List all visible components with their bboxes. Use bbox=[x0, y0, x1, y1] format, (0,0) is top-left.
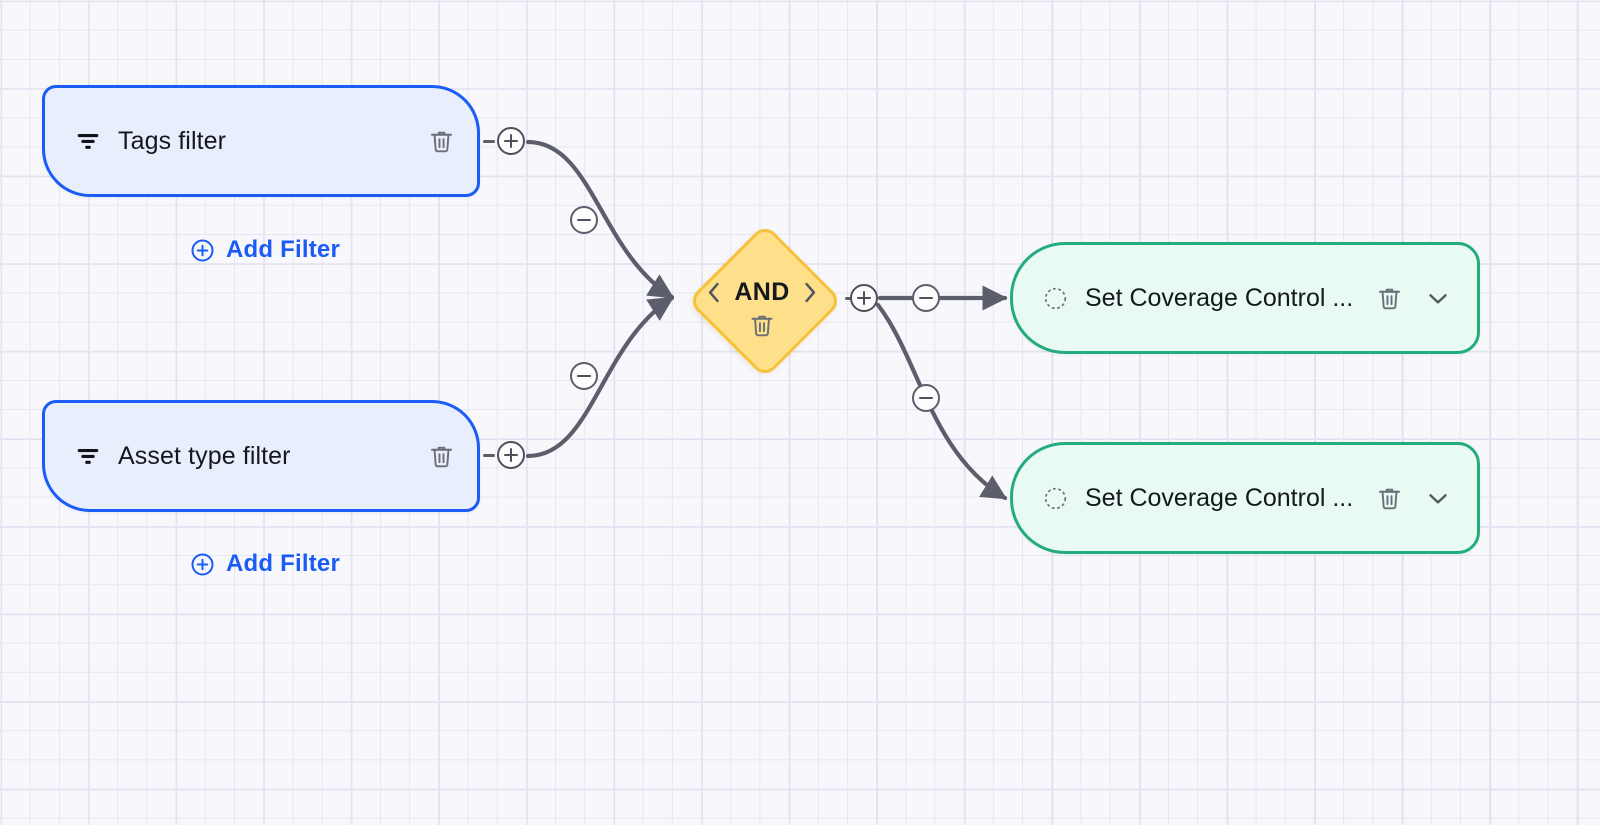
edge-tags-to-and bbox=[525, 139, 675, 300]
logic-node-row: AND bbox=[703, 278, 820, 307]
delete-action-button[interactable] bbox=[1376, 285, 1403, 312]
dashed-circle-icon bbox=[1043, 486, 1068, 511]
minus-bar bbox=[577, 218, 591, 222]
delete-action-button[interactable] bbox=[1376, 485, 1403, 512]
logic-node-and[interactable]: AND bbox=[687, 223, 843, 379]
dashed-circle-icon-svg bbox=[1044, 287, 1067, 309]
expand-action-button[interactable] bbox=[1425, 285, 1451, 311]
plus-bar-v bbox=[509, 448, 513, 462]
plus-circle-icon bbox=[191, 239, 214, 261]
filter-node-tags[interactable]: Tags filter bbox=[42, 85, 480, 197]
plus-bar-v bbox=[862, 291, 866, 305]
trash-icon bbox=[751, 315, 773, 337]
plus-circle-icon bbox=[191, 553, 214, 575]
add-filter-link-2[interactable]: Add Filter bbox=[190, 550, 340, 578]
trash-icon bbox=[1378, 488, 1401, 509]
handle-stub-tags bbox=[483, 140, 495, 143]
delete-filter-button[interactable] bbox=[428, 128, 455, 155]
funnel-icon-svg bbox=[77, 133, 99, 149]
logic-node-content: AND bbox=[688, 224, 836, 372]
minus-bar bbox=[919, 396, 933, 400]
minus-bar bbox=[919, 296, 933, 300]
chevron-down-icon bbox=[1429, 294, 1447, 304]
add-filter-link-1[interactable]: Add Filter bbox=[190, 236, 340, 264]
chevron-left-icon[interactable] bbox=[703, 279, 724, 306]
handle-stub-and bbox=[845, 297, 851, 300]
add-node-handle-asset[interactable] bbox=[497, 441, 525, 469]
trash-icon bbox=[430, 131, 453, 152]
chevron-right-icon[interactable] bbox=[800, 279, 821, 306]
delete-filter-button[interactable] bbox=[428, 443, 455, 470]
handle-stub-asset bbox=[483, 454, 495, 457]
dashed-circle-icon-svg bbox=[1044, 487, 1067, 509]
remove-edge-handle-tags[interactable] bbox=[570, 206, 598, 234]
action-node-1[interactable]: Set Coverage Control ... bbox=[1010, 242, 1480, 354]
trash-icon bbox=[1378, 288, 1401, 309]
filter-node-label: Asset type filter bbox=[118, 441, 291, 470]
dashed-circle-icon bbox=[1043, 286, 1068, 311]
funnel-icon bbox=[75, 128, 101, 154]
action-node-label: Set Coverage Control ... bbox=[1085, 483, 1354, 512]
filter-node-asset-type[interactable]: Asset type filter bbox=[42, 400, 480, 512]
funnel-icon-svg bbox=[77, 448, 99, 464]
trash-icon bbox=[430, 446, 453, 467]
remove-edge-handle-action-1[interactable] bbox=[912, 284, 940, 312]
logic-operator-label: AND bbox=[734, 277, 790, 306]
action-node-2[interactable]: Set Coverage Control ... bbox=[1010, 442, 1480, 554]
funnel-icon bbox=[75, 443, 101, 469]
remove-edge-handle-asset[interactable] bbox=[570, 362, 598, 390]
plus-bar-v bbox=[509, 134, 513, 148]
add-node-handle-and[interactable] bbox=[850, 284, 878, 312]
add-node-handle-tags[interactable] bbox=[497, 127, 525, 155]
chevron-down-icon bbox=[1429, 494, 1447, 504]
add-filter-label: Add Filter bbox=[226, 550, 340, 577]
filter-node-label: Tags filter bbox=[118, 126, 227, 155]
delete-logic-button[interactable] bbox=[749, 312, 776, 339]
edge-asset-to-and bbox=[525, 295, 675, 459]
remove-edge-handle-action-2[interactable] bbox=[912, 384, 940, 412]
add-filter-label: Add Filter bbox=[226, 236, 340, 263]
expand-action-button[interactable] bbox=[1425, 485, 1451, 511]
edge-and-to-action-2 bbox=[875, 302, 1008, 501]
action-node-label: Set Coverage Control ... bbox=[1085, 283, 1354, 312]
minus-bar bbox=[577, 374, 591, 378]
